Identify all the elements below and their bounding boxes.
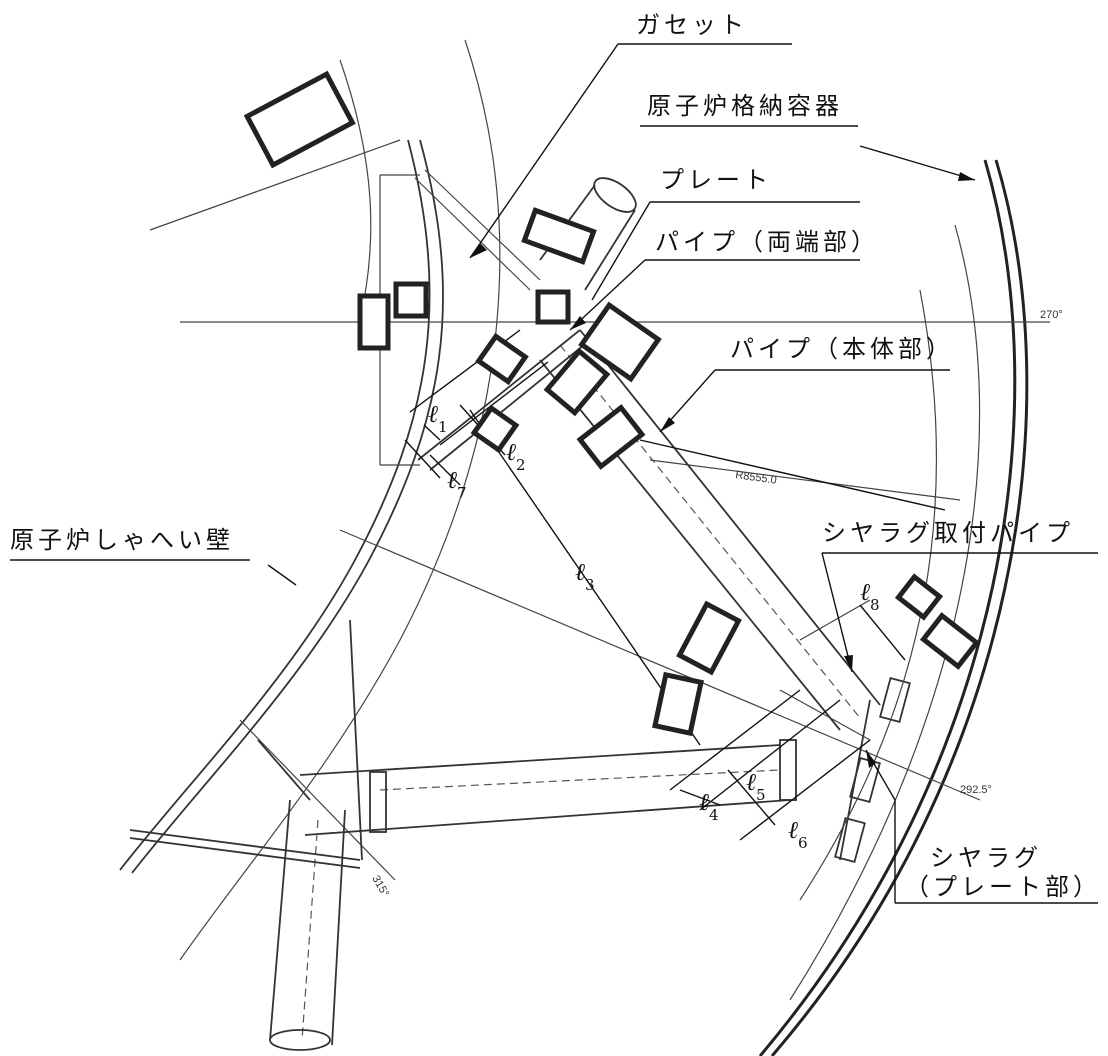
containment-vessel-wall [758,159,1029,1056]
shield-wall-outline [119,39,501,961]
callout-labels: ガセット 原子炉格納容器 プレート パイプ（両端部） パイプ（本体部） 原子炉し… [10,11,1101,901]
pipe-body-main [539,329,881,731]
shear-lug-plates [779,599,911,864]
dim-l3: ℓ3 [575,558,595,594]
label-shield-wall: 原子炉しゃへい壁 [10,526,234,554]
angle-2925: 292.5° [960,784,992,796]
label-gusset: ガセット [636,11,748,39]
dim-l8: ℓ8 [860,578,880,614]
pipe-strut-left [417,329,591,471]
dimension-labels: ℓ1 ℓ2 ℓ7 ℓ3 ℓ8 ℓ5 ℓ4 ℓ6 [428,400,880,852]
dim-l4: ℓ4 [699,788,719,824]
label-shear-lug-plate-1: シヤラグ [930,844,1042,872]
dim-l6: ℓ6 [788,816,808,852]
leader-lines [10,43,1098,904]
dim-l1: ℓ1 [428,400,448,436]
label-containment-vessel: 原子炉格納容器 [647,92,843,120]
angle-315: 315° [369,874,391,900]
label-pipe-body: パイプ（本体部） [730,335,954,363]
label-shear-lug-pipe: シヤラグ取付パイプ [822,519,1074,547]
label-shear-lug-plate-2: （プレート部） [905,873,1101,901]
dim-l2: ℓ2 [506,438,526,474]
radius-label: R8555.0 [735,469,778,487]
label-pipe-ends: パイプ（両端部） [655,228,879,256]
dim-l5: ℓ5 [746,768,766,804]
lower-left-vertical-pipe [129,619,363,1051]
redaction-boxes [243,70,981,737]
dim-l7: ℓ7 [447,466,467,502]
angle-270: 270° [1040,309,1063,321]
construction-lines [149,139,1050,881]
label-plate: プレート [660,166,772,194]
lower-horizontal-pipe [299,739,797,836]
